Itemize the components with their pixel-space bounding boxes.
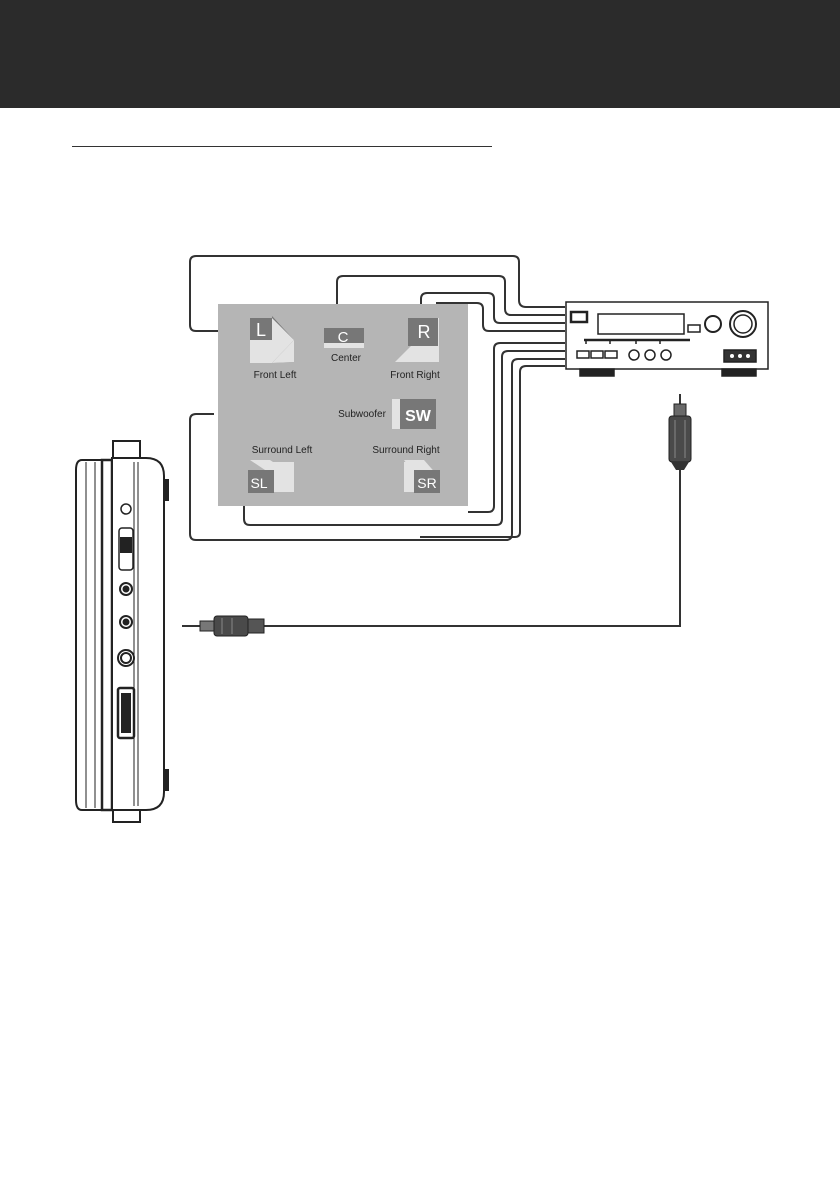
subwoofer-letter: SW	[405, 408, 432, 425]
portable-dvd-player-side-icon	[76, 441, 168, 822]
surround-right-label: Surround Right	[372, 445, 439, 456]
front-left-letter: L	[256, 320, 266, 340]
av-receiver-icon	[566, 302, 768, 376]
surround-right-letter: SR	[417, 475, 436, 491]
surround-left-label: Surround Left	[252, 445, 313, 456]
front-left-label: Front Left	[254, 370, 297, 381]
subwoofer-label: Subwoofer	[338, 409, 386, 420]
center-label: Center	[331, 353, 362, 364]
center-letter: C	[338, 329, 349, 346]
surround-left-letter: SL	[250, 475, 267, 491]
speaker-room-panel: L Front Left C Center R Front Right Subw…	[218, 304, 468, 506]
cable-surround-right-a	[468, 343, 565, 512]
front-right-label: Front Right	[390, 370, 440, 381]
coaxial-plug-icon	[669, 394, 691, 470]
front-right-letter: R	[418, 322, 431, 342]
3.5mm-plug-icon	[182, 616, 264, 636]
